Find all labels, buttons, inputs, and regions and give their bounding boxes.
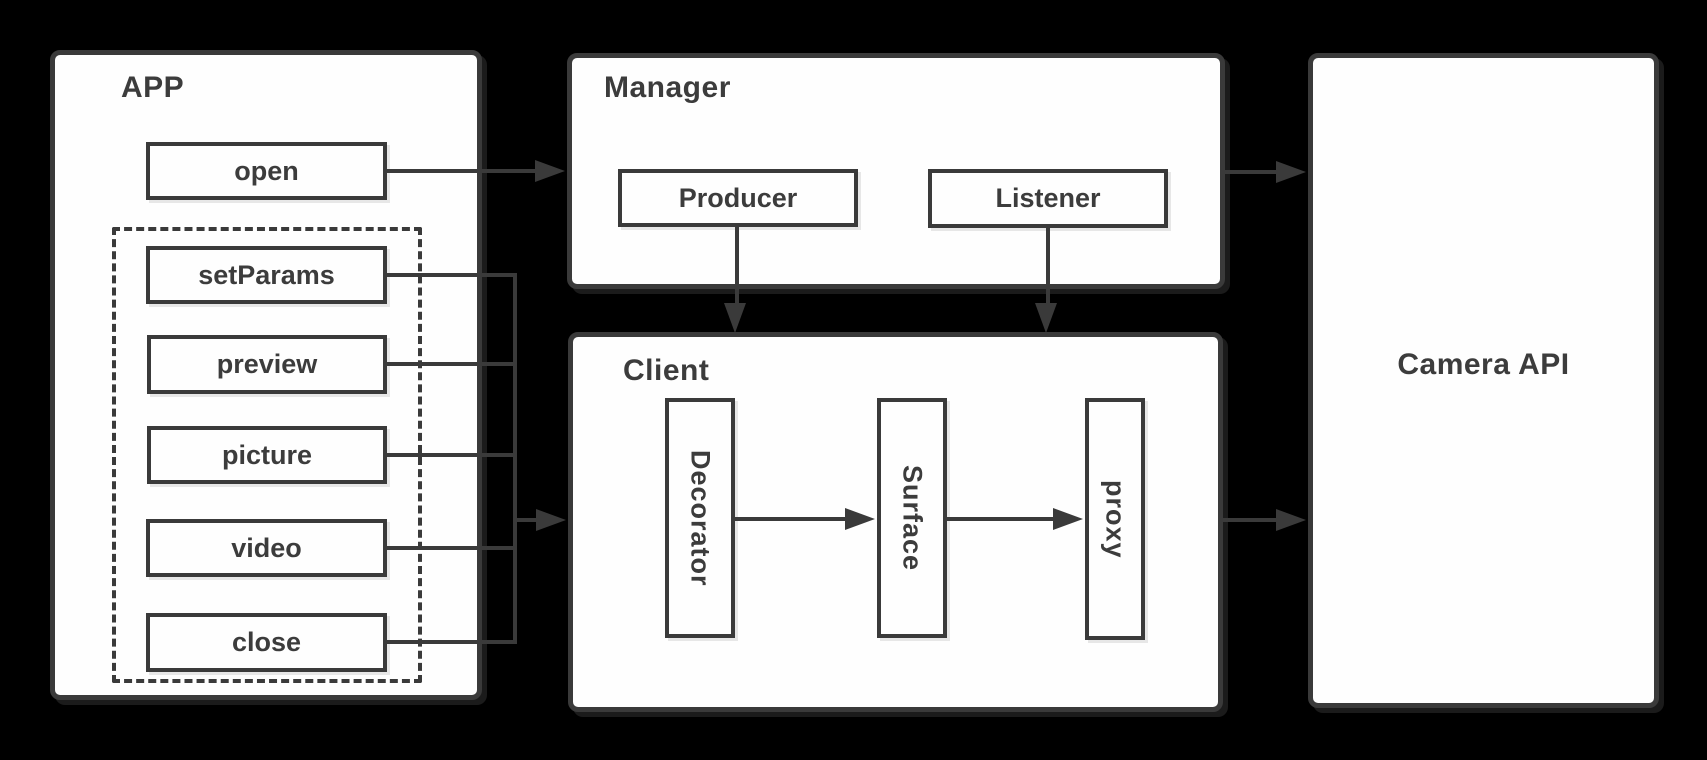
- functions-bus-line: [513, 273, 517, 644]
- open-to-manager-arrowhead: [535, 160, 565, 182]
- surface-box: Surface: [877, 398, 947, 638]
- decorator-box: Decorator: [665, 398, 735, 638]
- producer-to-client-line: [735, 227, 739, 303]
- setparams-connector-line: [387, 273, 517, 277]
- video-connector-line: [387, 546, 517, 550]
- preview-box: preview: [147, 335, 387, 394]
- bus-to-client-line: [516, 518, 538, 522]
- camera-api-panel-title: Camera API: [1397, 348, 1570, 381]
- picture-box: picture: [147, 426, 387, 484]
- open-box: open: [146, 142, 387, 200]
- manager-to-camera-arrowhead: [1276, 161, 1306, 183]
- picture-connector-line: [387, 453, 517, 457]
- close-connector-line: [387, 640, 517, 644]
- open-to-manager-line: [387, 169, 535, 173]
- listener-to-client-arrowhead: [1035, 303, 1057, 333]
- surface-to-proxy-line: [947, 517, 1053, 521]
- producer-to-client-arrowhead: [724, 303, 746, 333]
- manager-to-camera-line: [1225, 170, 1276, 174]
- video-box: video: [146, 519, 387, 577]
- preview-connector-line: [387, 362, 517, 366]
- listener-to-client-line: [1046, 228, 1050, 303]
- camera-api-panel: Camera API: [1308, 53, 1659, 708]
- client-to-camera-arrowhead: [1276, 509, 1306, 531]
- decorator-to-surface-line: [735, 517, 845, 521]
- bus-to-client-arrowhead: [536, 509, 566, 531]
- close-box: close: [146, 613, 387, 672]
- proxy-box: proxy: [1085, 398, 1145, 640]
- client-panel-title: Client: [623, 354, 710, 387]
- setparams-box: setParams: [146, 246, 387, 304]
- surface-to-proxy-arrowhead: [1053, 508, 1083, 530]
- manager-panel-title: Manager: [604, 71, 731, 104]
- listener-box: Listener: [928, 169, 1168, 228]
- client-to-camera-line: [1223, 518, 1276, 522]
- app-panel-title: APP: [121, 71, 185, 104]
- producer-box: Producer: [618, 169, 858, 227]
- decorator-to-surface-arrowhead: [845, 508, 875, 530]
